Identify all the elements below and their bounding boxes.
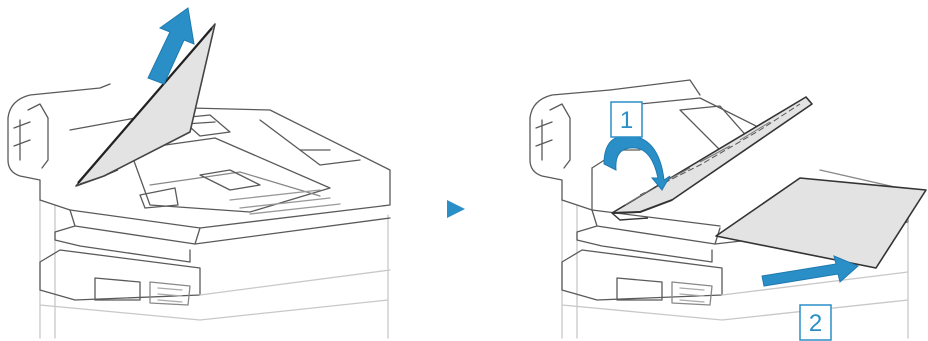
triangle-right-icon (447, 200, 465, 218)
callout-step-1: 1 (611, 102, 642, 137)
left-printer-illustration (8, 84, 390, 338)
jammed-document-right (716, 178, 926, 268)
jammed-document-left (76, 24, 215, 186)
arrow-curved-icon (604, 136, 670, 190)
arrow-right-icon (762, 256, 858, 286)
callout-step-2-label: 2 (809, 310, 822, 337)
callout-step-1-label: 1 (620, 107, 633, 134)
callout-step-2: 2 (800, 305, 831, 340)
